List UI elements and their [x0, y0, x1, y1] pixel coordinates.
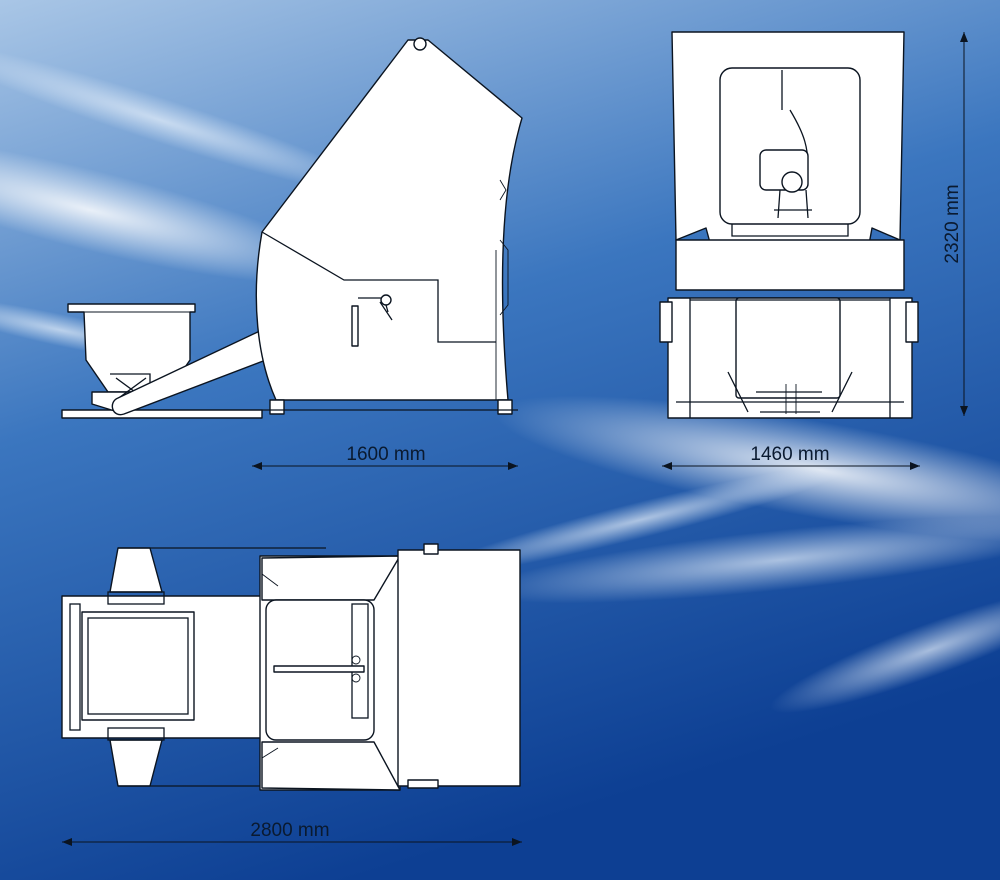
cloud-streaks: [0, 42, 1000, 714]
dimension-top-length: 2800 mm: [62, 820, 522, 846]
dimension-front-width: 1460 mm: [662, 444, 920, 470]
front-view: [659, 31, 919, 419]
dimension-label-length: 2800 mm: [250, 820, 329, 841]
dimension-label-height: 2320 mm: [942, 184, 963, 263]
top-view: [61, 543, 521, 791]
side-view: [61, 37, 523, 419]
dimension-label-front: 1460 mm: [750, 444, 829, 465]
dimension-height: 2320 mm: [942, 32, 968, 416]
dimension-side-width: 1600 mm: [252, 444, 518, 470]
dimension-label-side: 1600 mm: [346, 444, 425, 465]
